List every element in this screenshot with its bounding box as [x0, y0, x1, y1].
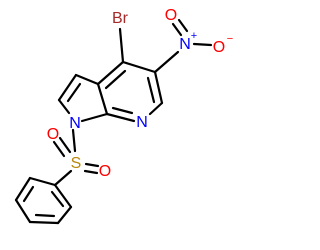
bond-ph4-ph5	[28, 220, 60, 225]
bond-c7a-c3a	[96, 82, 109, 116]
bond-s-o-1a	[58, 136, 72, 154]
bond-n-o-double-2	[177, 18, 189, 33]
bond-c5-n	[153, 50, 180, 74]
bond-n-o-double	[171, 22, 183, 37]
bond-c5-c6	[153, 70, 164, 105]
bond-c5-c6-inner	[146, 76, 156, 104]
bond-c4-br	[118, 27, 125, 64]
bond-ph2-ph3-inner	[22, 185, 35, 203]
atom-o-nitro: O	[165, 7, 177, 24]
bond-n1-s	[71, 128, 77, 153]
bond-lines	[14, 18, 213, 225]
bond-n-o-single	[192, 42, 213, 47]
bond-ph4-ph5-inner	[34, 213, 56, 218]
bond-n7-c7a-inner	[111, 106, 134, 115]
charge-minus: −	[227, 33, 233, 45]
atom-sulfur: S	[71, 155, 82, 172]
molecule-structure: Br N + O − O N N S O O	[14, 7, 233, 225]
bond-c3-c2-inner	[66, 82, 82, 103]
structure-canvas: Br N + O − O N N S O O	[14, 7, 233, 225]
bond-s-phenyl	[53, 169, 73, 187]
bond-c2-n1	[57, 98, 71, 115]
atom-o-sulfonyl-top: O	[47, 126, 59, 143]
atom-o-minus: O	[213, 39, 225, 56]
bond-c3a-c3	[74, 73, 100, 86]
bond-c4-c5	[121, 60, 157, 74]
bond-ph6-ph1-inner	[50, 190, 65, 208]
atom-n-pyridine: N	[136, 114, 148, 131]
bond-s-o-1b	[52, 140, 66, 158]
bond-ph2-ph3	[14, 176, 32, 202]
bond-n7-c7a	[105, 112, 136, 123]
bond-ph6-ph1	[53, 183, 73, 209]
bond-s-o-2a	[84, 162, 100, 168]
atom-labels: Br N + O − O N N S O O	[47, 7, 233, 180]
atom-n-pyrrole: N	[69, 115, 81, 132]
bond-s-o-2b	[83, 169, 99, 175]
bond-c3-c2	[57, 73, 78, 102]
bond-c3a-c4-inner	[104, 69, 127, 90]
charge-plus: +	[191, 30, 197, 42]
atom-br: Br	[112, 10, 129, 27]
bond-c3a-c4	[96, 60, 125, 86]
bond-ph3-ph4	[14, 198, 32, 224]
atom-o-sulfonyl-right: O	[99, 163, 111, 180]
bond-n1-c7a	[80, 112, 109, 123]
bond-ph1-ph2	[28, 176, 57, 187]
atom-n-nitro: N	[179, 36, 191, 53]
bond-c6-n7	[148, 101, 164, 116]
bond-ph5-ph6	[56, 205, 73, 225]
